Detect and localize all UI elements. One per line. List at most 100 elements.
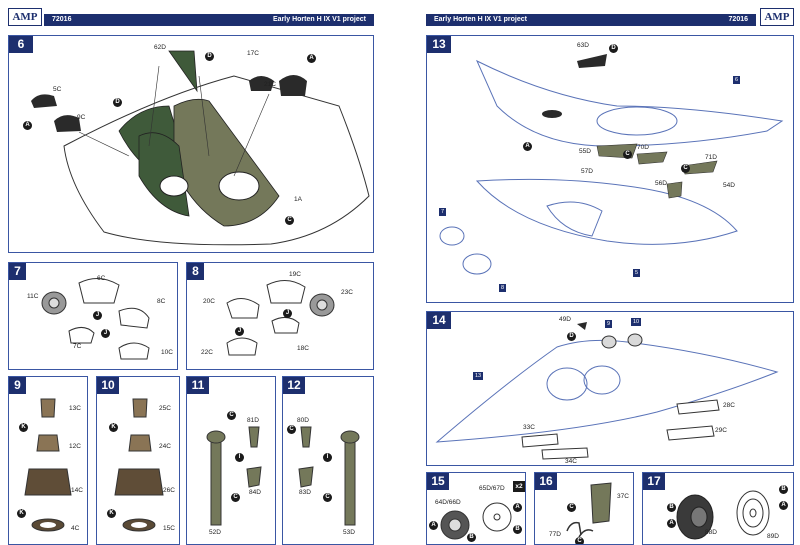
part-label: 10C <box>161 349 173 356</box>
step-12-panel: 12 80D 83D 53D C I C <box>282 376 374 545</box>
callout-marker: J <box>235 327 244 336</box>
step-10-panel: 10 25C 24C 26C 15C K K <box>96 376 180 545</box>
amp-logo: AMP <box>8 8 42 26</box>
part-label: 62D <box>154 44 166 51</box>
callout-marker: C <box>287 425 296 434</box>
step-9-drawing <box>24 398 72 532</box>
step-ref-tag: 9 <box>605 320 613 328</box>
step-8-number: 8 <box>187 263 204 280</box>
step-7-drawing <box>41 278 150 360</box>
step-17-number: 17 <box>643 473 665 490</box>
left-header-code: 72016 <box>52 16 72 23</box>
part-label: 19C <box>289 271 301 278</box>
part-label: 89D <box>767 533 779 540</box>
callout-marker: A <box>23 121 32 130</box>
step-10-number: 10 <box>97 377 119 394</box>
callout-marker: K <box>107 509 116 518</box>
step-11-number: 11 <box>187 377 209 394</box>
part-label: 54D <box>723 182 735 189</box>
step-16-drawing <box>566 482 612 538</box>
part-label: 52D <box>209 529 221 536</box>
left-page: AMP 72016 Early Horten H IX V1 project 6… <box>0 0 390 545</box>
part-label: 5C <box>53 86 62 93</box>
part-label: 57D <box>581 168 593 175</box>
step-8-panel: 8 19C 20C 23C 22C 18C J J <box>186 262 374 370</box>
step-11-drawing <box>206 426 262 526</box>
quantity-badge: x2 <box>513 481 525 492</box>
part-label: 37C <box>617 493 629 500</box>
part-label: 65D/67D <box>479 485 505 492</box>
callout-marker: J <box>101 329 110 338</box>
step-ref-tag: 5 <box>633 269 641 277</box>
step-9-number: 9 <box>9 377 26 394</box>
callout-marker: C <box>623 150 632 159</box>
part-label: 71D <box>705 154 717 161</box>
part-label: 77D <box>549 531 561 538</box>
callout-marker: K <box>19 423 28 432</box>
part-label: 20C <box>203 298 215 305</box>
callout-marker: J <box>93 311 102 320</box>
callout-marker: C <box>285 216 294 225</box>
callout-marker: C <box>231 493 240 502</box>
callout-marker: A <box>513 503 522 512</box>
part-label: 22C <box>201 349 213 356</box>
step-13-number: 13 <box>427 36 451 53</box>
right-header-code: 72016 <box>728 16 748 23</box>
part-label: 17C <box>247 50 259 57</box>
callout-marker: D <box>609 44 618 53</box>
part-label: 4C <box>71 525 80 532</box>
step-12-number: 12 <box>283 377 305 394</box>
step-11-panel: 11 81D 84D 52D C I C <box>186 376 276 545</box>
right-header-bar: Early Horten H IX V1 project 72016 <box>426 14 756 26</box>
part-label: 11C <box>27 293 39 300</box>
step-9-panel: 9 13C 12C 14C 4C K K <box>8 376 88 545</box>
step-6-drawing <box>31 50 370 246</box>
callout-marker: J <box>283 309 292 318</box>
callout-marker: A <box>667 519 676 528</box>
step-17-panel: 17 88D 89D B A B A <box>642 472 794 545</box>
part-label: 9C <box>77 114 86 121</box>
step-14-panel: 14 49D 28C 29C 33C 34C D 9 10 13 <box>426 311 794 466</box>
callout-marker: B <box>513 525 522 534</box>
part-label: 12C <box>69 443 81 450</box>
part-label: 49D <box>559 316 571 323</box>
part-label: 23C <box>341 289 353 296</box>
step-16-number: 16 <box>535 473 557 490</box>
part-label: 53D <box>343 529 355 536</box>
callout-marker: C <box>575 537 584 544</box>
step-12-drawing <box>298 426 360 526</box>
part-label: 34C <box>565 458 577 465</box>
step-6-number: 6 <box>9 36 33 53</box>
step-15-number: 15 <box>427 473 449 490</box>
callout-marker: C <box>681 164 690 173</box>
amp-logo: AMP <box>760 8 794 26</box>
part-label: 28C <box>723 402 735 409</box>
callout-marker: I <box>235 453 244 462</box>
step-ref-tag: 6 <box>733 76 741 84</box>
part-label: 55D <box>579 148 591 155</box>
step-16-panel: 16 37C 77D C C <box>534 472 634 545</box>
part-label: 13C <box>69 405 81 412</box>
left-header-bar: 72016 Early Horten H IX V1 project <box>44 14 374 26</box>
part-label: 7C <box>73 343 82 350</box>
callout-marker: C <box>567 503 576 512</box>
callout-marker: D <box>567 332 576 341</box>
callout-marker: K <box>109 423 118 432</box>
step-ref-tag: 10 <box>631 318 642 326</box>
part-label: 18C <box>297 345 309 352</box>
callout-marker: A <box>429 521 438 530</box>
right-page: Early Horten H IX V1 project 72016 AMP 1… <box>410 0 800 545</box>
part-label: 70D <box>637 144 649 151</box>
step-8-drawing <box>226 280 335 356</box>
part-label: 64D/66D <box>435 499 461 506</box>
part-label: 24C <box>159 443 171 450</box>
step-14-number: 14 <box>427 312 451 329</box>
part-label: 63D <box>577 42 589 49</box>
callout-marker: D <box>113 98 122 107</box>
callout-marker: I <box>323 453 332 462</box>
part-label: 33C <box>523 424 535 431</box>
callout-marker: D <box>205 52 214 61</box>
part-label: 56D <box>655 180 667 187</box>
callout-marker: K <box>17 509 26 518</box>
part-label: 25C <box>159 405 171 412</box>
